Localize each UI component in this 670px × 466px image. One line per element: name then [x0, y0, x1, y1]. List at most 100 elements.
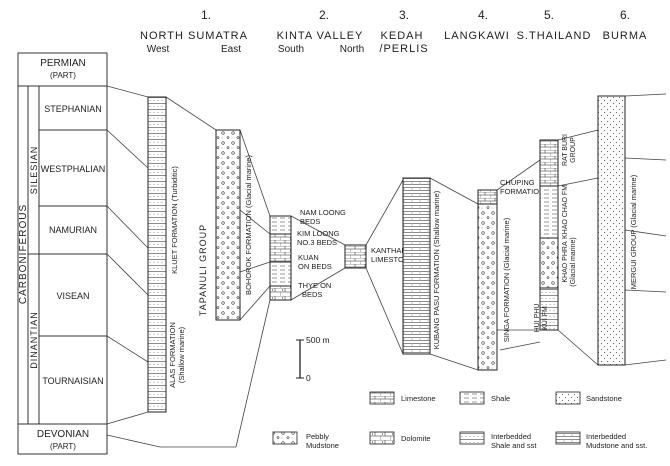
column-langkawi: CHUPING FORMATION SINGA FORMATION (Glaci…	[477, 178, 544, 371]
legend-item-interbedded-mudstone: Interbedded Mudstone and sst.	[555, 431, 647, 450]
period-carboniferous: CARBONIFEROUS	[18, 204, 29, 304]
kim-loong-column	[269, 233, 292, 263]
region-2-name: KINTA VALLEY	[277, 30, 364, 42]
vertical-scale-bar: 500 m 0	[296, 335, 330, 383]
legend-item-limestone: Limestone	[369, 391, 436, 405]
period-devonian: DEVONIAN	[37, 429, 89, 440]
thye-on-label-1: THYE ON	[298, 281, 331, 290]
mergui-column	[597, 95, 626, 366]
column-s-thailand: RAT BURI GROUP KHAO CHAO FM KHAO PHRA (G…	[534, 134, 577, 332]
region-2-number: 2.	[319, 8, 329, 22]
kubang-pasu-label: KUBANG PASU FORMATION (Shallow marine)	[432, 190, 441, 349]
rat-buri-label-1: RAT BURI	[562, 134, 569, 166]
khao-phra-label: KHAO PHRA	[562, 241, 569, 283]
region-5-name: S.THAILAND	[517, 30, 592, 42]
legend-label-limestone: Limestone	[401, 394, 436, 403]
alas-formation-environment: (Shallow marine)	[177, 326, 186, 383]
period-permian: PERMIAN	[40, 58, 86, 69]
region-6-name: BURMA	[603, 30, 648, 42]
region-3-name-2: /PERLIS	[379, 43, 428, 55]
kluet-alas-column	[147, 96, 167, 413]
nam-loong-label-1: NAM LOONG	[300, 208, 346, 217]
stage-stephanian: STEPHANIAN	[44, 104, 102, 114]
legend-label-shale: Shale	[491, 394, 510, 403]
time-scale	[17, 52, 108, 455]
legend: Limestone Shale Sandstone Pebbly Mudston…	[272, 391, 647, 450]
column-north-sumatra: KLUET FORMATION (Turbiditic) ALAS FORMAT…	[147, 96, 253, 413]
region-6-number: 6.	[620, 8, 630, 22]
thye-on-column	[269, 285, 292, 301]
rat-buri-column	[539, 139, 559, 187]
legend-label-mudstone-sst: Mudstone and sst.	[586, 441, 647, 450]
kim-loong-label-2: NO.3 BEDS	[297, 238, 337, 247]
region-1-name: NORTH SUMATRA	[140, 30, 248, 42]
thye-on-label-2: BEDS	[302, 290, 322, 299]
region-2-south: South	[278, 44, 304, 55]
kuan-on-column	[269, 261, 292, 287]
legend-label-interbedded-1: Interbedded	[491, 432, 531, 441]
mergui-group-label: MERGUI GROUP (Glacial marine)	[629, 174, 638, 289]
legend-item-sandstone: Sandstone	[555, 391, 622, 405]
stage-namurian: NAMURIAN	[49, 225, 97, 235]
kanthan-column	[344, 244, 367, 269]
legend-label-mudstone: Mudstone	[306, 441, 339, 450]
kuan-on-label-1: KUAN	[298, 253, 319, 262]
period-devonian-part: (PART)	[50, 442, 76, 451]
time-scale-labels: PERMIAN (PART) CARBONIFEROUS SILESIAN DI…	[18, 58, 105, 451]
kanthan-label-2: LIMESTONE	[371, 255, 414, 264]
kuan-on-label-2: ON BEDS	[298, 262, 332, 271]
subperiod-dinantian: DINANTIAN	[29, 311, 39, 369]
subperiod-silesian: SILESIAN	[29, 146, 39, 195]
singa-label: SINGA FORMATION (Glacial marine)	[502, 217, 511, 342]
legend-label-interbedded-2: Interbedded	[586, 432, 626, 441]
legend-label-sandstone: Sandstone	[586, 394, 622, 403]
scale-label-500m: 500 m	[306, 335, 330, 345]
legend-item-pebbly-mudstone: Pebbly Mudstone	[272, 431, 339, 450]
region-2-north: North	[340, 44, 364, 55]
region-1-number: 1.	[201, 8, 211, 22]
kubang-pasu-column	[402, 177, 431, 355]
region-5-number: 5.	[544, 8, 554, 22]
hui-phu-kui-column	[539, 287, 559, 331]
kanthan-label-1: KANTHAN	[371, 246, 407, 255]
nam-loong-label-2: BEDS	[300, 217, 320, 226]
stage-tournaisian: TOURNAISIAN	[42, 376, 103, 386]
chuping-column	[477, 189, 498, 205]
nam-loong-column	[269, 215, 292, 235]
kluet-formation-label: KLUET FORMATION (Turbiditic)	[170, 166, 179, 274]
legend-label-dolomite: Dolomite	[401, 434, 431, 443]
khao-chao-label: KHAO CHAO FM	[562, 185, 569, 239]
singa-column	[477, 203, 498, 371]
region-1-east: East	[221, 44, 241, 55]
region-headers: 1. NORTH SUMATRA West East 2. KINTA VALL…	[140, 8, 648, 55]
khao-phra-environment: (Glacial marine)	[570, 237, 577, 286]
region-3-number: 3.	[399, 8, 409, 22]
correlation-lines	[106, 85, 667, 448]
bohorok-formation-label: BOHOROK FORMATION (Glacial marine)	[244, 155, 253, 295]
legend-item-interbedded-shale: Interbedded Shale and sst	[459, 431, 537, 450]
tapanuli-group-label: TAPANULI GROUP	[198, 224, 208, 316]
region-1-west: West	[147, 44, 170, 55]
bohorok-column	[215, 129, 241, 321]
khao-phra-column	[539, 237, 559, 289]
legend-label-pebbly: Pebbly	[306, 432, 329, 441]
column-burma: MERGUI GROUP (Glacial marine)	[597, 95, 638, 366]
region-3-name: KEDAH	[381, 30, 424, 42]
hui-phu-label-1: HUI PHU	[534, 304, 541, 333]
legend-label-shale-sst: Shale and sst	[491, 441, 537, 450]
stage-visean: VISEAN	[56, 291, 89, 301]
scale-label-0: 0	[306, 373, 311, 383]
chuping-label-1: CHUPING	[500, 178, 535, 187]
chuping-label-2: FORMATION	[500, 187, 544, 196]
region-4-name: LANGKAWI	[444, 30, 510, 42]
legend-item-shale: Shale	[459, 391, 510, 405]
hui-phu-label-2: KUI FM	[542, 306, 549, 330]
khao-chao-column	[539, 185, 559, 239]
alas-formation-label: ALAS FORMATION	[168, 322, 177, 388]
column-kinta-valley: NAM LOONG BEDS KIM LOONG NO.3 BEDS KUAN …	[269, 208, 414, 301]
column-kedah-perlis: KUBANG PASU FORMATION (Shallow marine)	[402, 177, 441, 355]
kim-loong-label-1: KIM LOONG	[297, 229, 340, 238]
rat-buri-label-2: GROUP	[570, 137, 577, 163]
stage-westphalian: WESTPHALIAN	[41, 164, 106, 174]
legend-item-dolomite: Dolomite	[369, 431, 431, 445]
